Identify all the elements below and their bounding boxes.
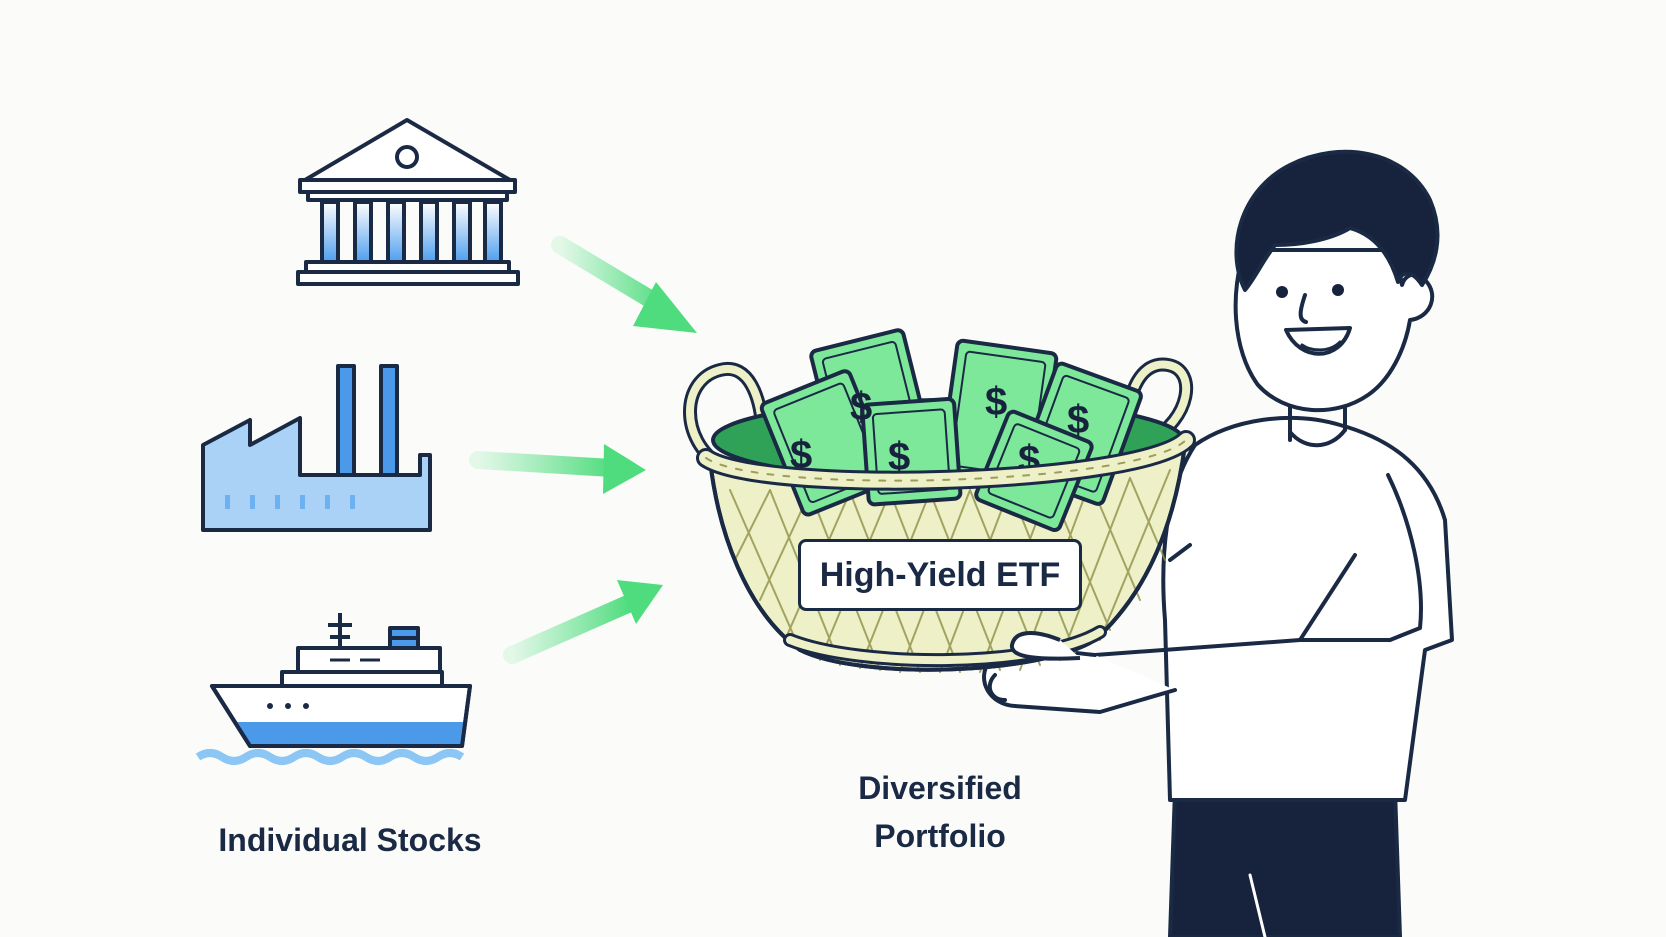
ship-icon: [195, 613, 472, 765]
arrow-factory-to-basket: [469, 444, 646, 494]
caption-diversified: Diversified: [858, 770, 1022, 806]
thumb: [1010, 631, 1081, 661]
basket-label: High-Yield ETF: [798, 539, 1082, 611]
svg-text:$: $: [850, 385, 872, 429]
caption-individual-stocks: Individual Stocks: [218, 822, 482, 858]
svg-text:$: $: [1067, 398, 1089, 442]
svg-text:$: $: [985, 380, 1007, 424]
factory-icon: [201, 364, 432, 532]
caption-portfolio: Portfolio: [874, 818, 1006, 854]
bank-building-icon: [296, 118, 520, 286]
basket: $ $ $ $ $ $: [683, 328, 1196, 673]
svg-text:$: $: [790, 433, 812, 477]
arrow-bank-to-basket: [551, 236, 697, 333]
person: [982, 149, 1454, 937]
arrow-ship-to-basket: [503, 580, 663, 664]
svg-text:$: $: [888, 435, 910, 479]
